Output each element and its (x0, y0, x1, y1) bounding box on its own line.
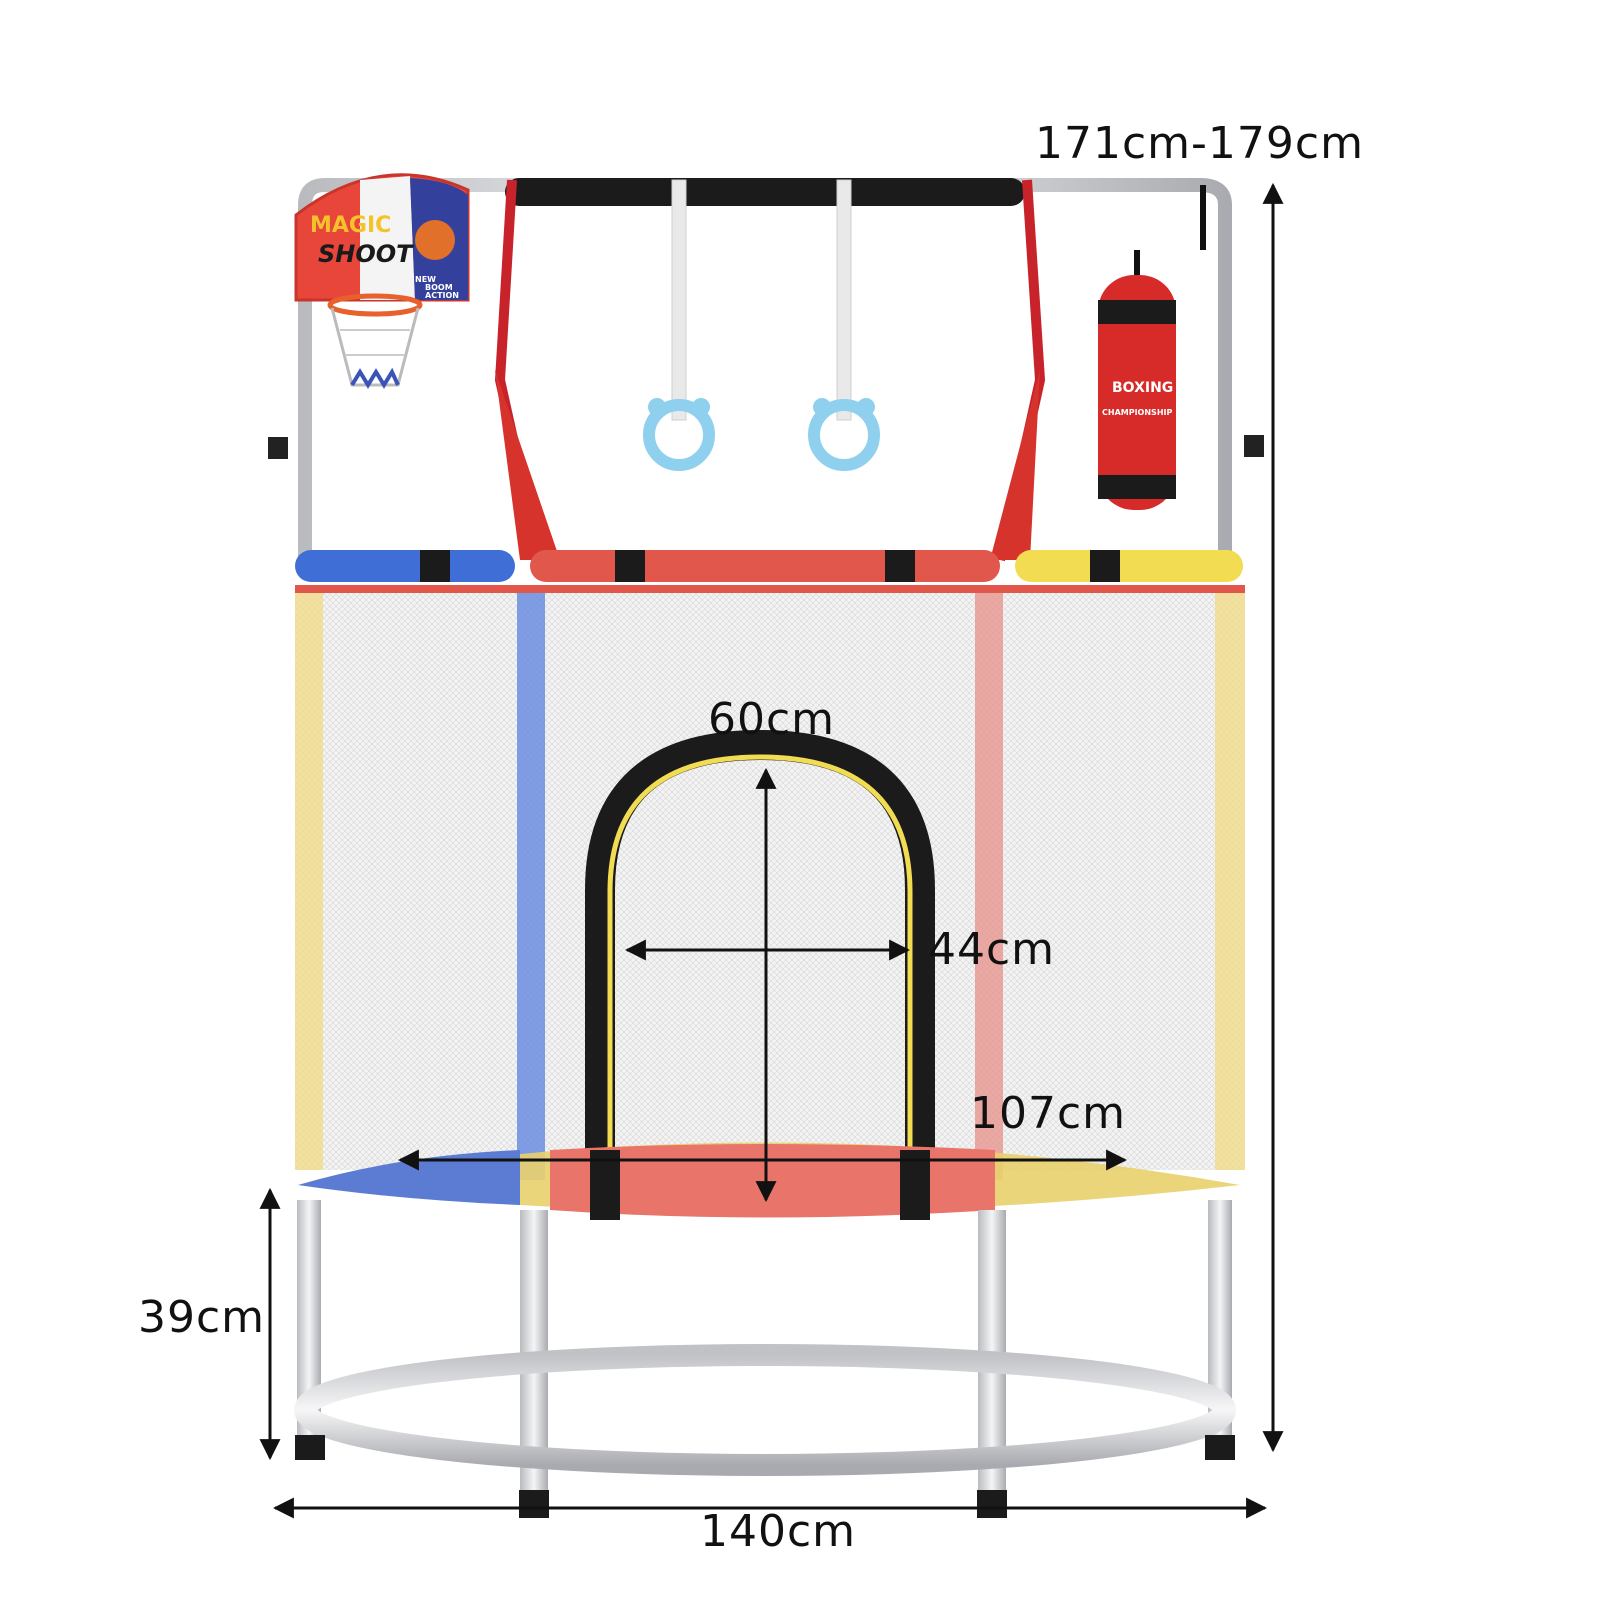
board-text-shoot: SHOOT (318, 240, 414, 268)
mat-diameter-label: 107cm (970, 1088, 1127, 1139)
total-height-label: 171cm-179cm (1035, 118, 1364, 169)
padded-crossbar (505, 178, 1025, 206)
bag-text-boxing: BOXING (1112, 380, 1173, 396)
door-zipper (585, 729, 935, 1210)
top-pad-red (530, 550, 1000, 582)
door-height-label: 60cm (708, 694, 836, 745)
right-knob (1244, 435, 1264, 457)
safety-net (295, 590, 1245, 1170)
overall-width-label: 140cm (700, 1506, 857, 1557)
red-pole (975, 590, 1003, 1180)
door-width-label: 44cm (928, 924, 1056, 975)
board-text-new: NEW (415, 275, 436, 284)
gym-rings (643, 179, 880, 471)
board-text-action: ACTION (425, 291, 459, 300)
dimension-lines (259, 182, 1284, 1519)
board-text-magic: MAGIC (310, 213, 391, 238)
trampoline-legs (294, 1200, 1236, 1518)
board-text-boom: BOOM (425, 283, 453, 292)
left-knob (268, 437, 288, 459)
blue-pole (517, 590, 545, 1180)
boxing-bag: BOXING CHAMPIONSHIP (1098, 185, 1206, 510)
top-pad-yellow (1015, 550, 1243, 582)
bag-text-championship: CHAMPIONSHIP (1102, 408, 1172, 417)
leg-height-label: 39cm (138, 1292, 266, 1343)
basketball-hoop: MAGIC SHOOT NEW BOOM ACTION (294, 173, 470, 389)
top-pad-blue (295, 550, 515, 582)
base-ring (294, 1344, 1236, 1476)
